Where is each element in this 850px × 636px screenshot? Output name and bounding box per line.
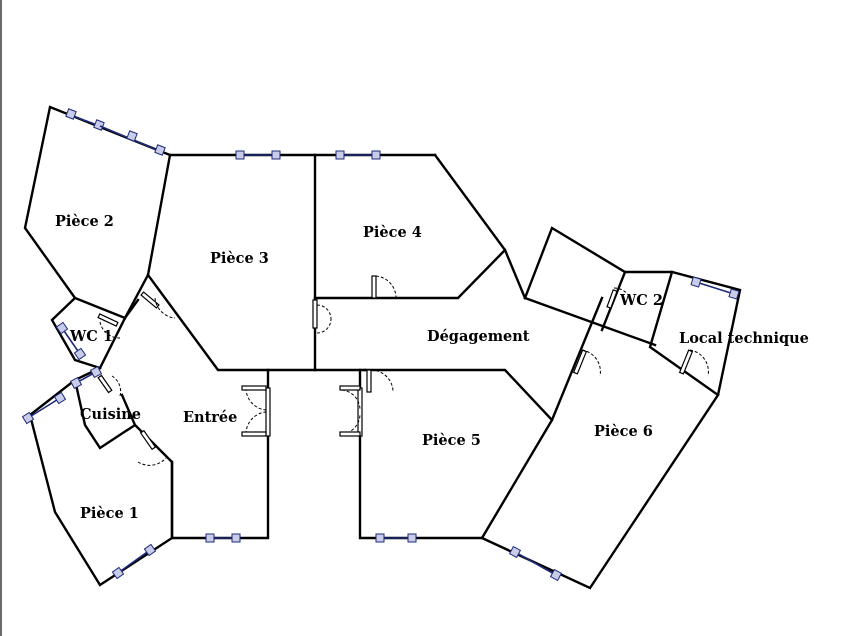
door-wc-1 [97, 313, 121, 339]
door-piece-4 [371, 275, 397, 299]
window-piece-6 [508, 545, 563, 582]
window-piece-5 [375, 533, 417, 543]
label-degagement: Dégagement [427, 328, 530, 345]
window-piece-2-b [99, 125, 166, 156]
window-piece-3 [235, 150, 281, 160]
door-local-technique [678, 349, 709, 377]
wall-wc-2-east [648, 270, 720, 397]
window-cuisine-b [69, 365, 103, 390]
wall-entree-west [123, 298, 140, 320]
door-piece-3-degagement [312, 299, 332, 334]
window-wc-1 [55, 321, 87, 361]
label-wc-2: WC 2 [619, 292, 663, 309]
door-piece-1 [137, 429, 167, 466]
wall-piece-3-diagonal [146, 273, 367, 372]
door-cuisine [97, 374, 122, 397]
windows [21, 108, 740, 582]
door-piece-6 [572, 349, 601, 377]
label-piece-3: Pièce 3 [210, 250, 269, 267]
wall-piece-4 [313, 153, 507, 300]
label-entree: Entrée [183, 409, 237, 426]
wall-degagement-nub [503, 248, 527, 300]
door-piece-3-entree [140, 291, 176, 319]
doors [97, 275, 709, 466]
window-piece-2-a [65, 108, 105, 131]
window-entree [205, 533, 241, 543]
door-piece-5-b [366, 369, 394, 393]
wall-degagement-right [480, 226, 742, 590]
window-piece-1 [111, 543, 157, 580]
wall-wc-1 [50, 296, 127, 370]
frame-border [0, 0, 2, 636]
room-labels: Pièce 2 Pièce 3 Pièce 4 Dégagement WC 2 … [55, 213, 809, 522]
wall-cuisine [73, 366, 137, 450]
door-wc-2 [606, 287, 633, 309]
label-cuisine: Cuisine [80, 406, 141, 423]
window-cuisine [21, 391, 67, 425]
wall-wc-2-diagonal [523, 296, 657, 347]
label-piece-5: Pièce 5 [422, 432, 481, 449]
label-wc-1: WC 1 [69, 328, 113, 345]
label-piece-2: Pièce 2 [55, 213, 114, 230]
door-piece-5-a [339, 385, 363, 437]
label-local-technique: Local technique [679, 330, 809, 347]
window-local-technique [690, 276, 740, 300]
label-piece-4: Pièce 4 [363, 224, 422, 241]
window-piece-4 [335, 150, 381, 160]
label-piece-1: Pièce 1 [80, 505, 139, 522]
wall-piece-5 [358, 368, 554, 540]
wall-entree-east [170, 368, 270, 540]
wall-piece-6-west [550, 296, 604, 422]
door-entree [241, 385, 271, 437]
label-piece-6: Pièce 6 [594, 423, 653, 440]
